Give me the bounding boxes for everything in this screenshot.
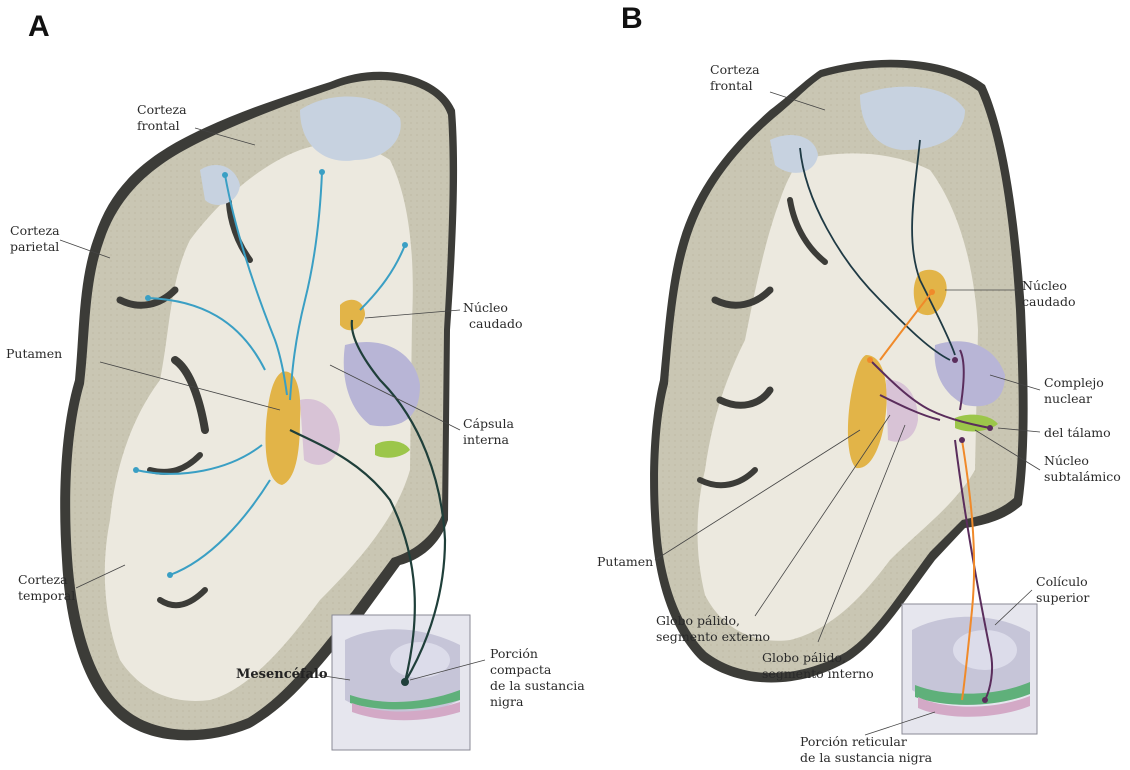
b-label-corteza-frontal: Corteza frontal [710,62,764,93]
a-label-capsula-interna: Cápsula interna [463,416,518,447]
a-label-putamen: Putamen [6,346,62,361]
b-label-putamen: Putamen [597,554,653,569]
b-label-del-talamo: del tálamo [1044,425,1111,440]
b-label-coliculo-superior: Colículo superior [1036,574,1092,605]
b-label-complejo-nuclear: Complejo nuclear [1044,375,1108,406]
b-label-porcion-reticular: Porción reticular de la sustancia nigra [800,734,933,765]
a-label-porcion-compacta: Porción compacta de la sustancia nigra [490,646,589,709]
a-label-mesencefalo: Mesencéfalo [236,667,328,682]
panel-a-brain [60,72,485,750]
a-label-corteza-temporal: Corteza temporal [18,572,75,603]
a-label-corteza-parietal: Corteza parietal [10,223,64,254]
a-label-corteza-frontal: Corteza frontal [137,102,191,133]
a-label-nucleo-caudado: Núcleo caudado [463,300,523,331]
b-label-nucleo-subtalamico: Núcleo subtalámico [1044,453,1121,484]
b-label-nucleo-caudado: Núcleo caudado [1022,278,1076,309]
